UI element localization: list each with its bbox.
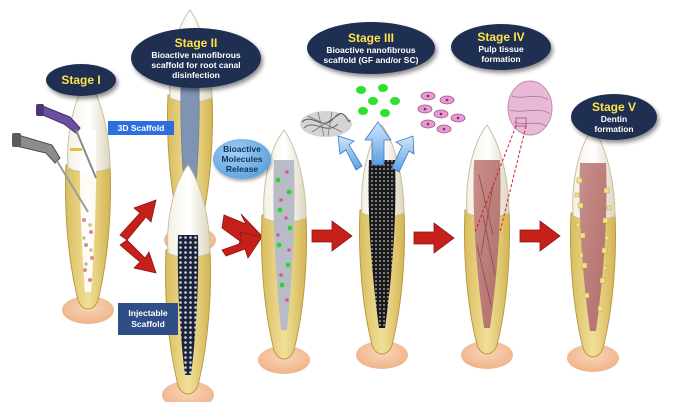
stage-4-title: Stage IV xyxy=(477,29,525,44)
arrow-to-stage3 xyxy=(311,220,353,252)
stage-2-line-1: Bioactive nanofibrous xyxy=(151,49,241,60)
release-arrows xyxy=(337,121,415,173)
histology-image xyxy=(474,80,553,233)
syringe-icon xyxy=(12,104,97,213)
bioactive-line-2: Molecules xyxy=(221,154,263,164)
stage-2-line-2: scaffold for root canal xyxy=(151,59,241,70)
injectable-scaffold-label: Injectable Scaffold xyxy=(118,303,178,335)
bioactive-line-1: Bioactive xyxy=(223,144,261,154)
stage-5-line-1: Dentin xyxy=(600,113,628,124)
arrow-to-stage5 xyxy=(519,220,561,252)
arrow-to-stage4 xyxy=(413,222,455,254)
injectable-line-1: Injectable xyxy=(128,308,168,318)
stage-4-line-1: Pulp tissue xyxy=(478,43,524,54)
stage-3-title: Stage III xyxy=(347,30,394,45)
stage-1-title: Stage I xyxy=(61,72,101,87)
tooth-stage-3 xyxy=(355,124,409,370)
stage-2-line-3: disinfection xyxy=(172,69,220,80)
stem-cells xyxy=(417,91,466,134)
stage-5-title: Stage V xyxy=(591,99,636,114)
stage-4-badge: Stage IV Pulp tissue formation xyxy=(451,24,551,70)
stage-4-line-2: formation xyxy=(481,53,521,64)
arrows-stage1 xyxy=(119,199,157,274)
bioactive-release-bubble: Bioactive Molecules Release xyxy=(213,139,271,179)
injectable-line-2: Scaffold xyxy=(131,319,165,329)
stage-2-title: Stage II xyxy=(174,35,218,50)
stage-1-badge: Stage I xyxy=(46,64,116,96)
stage-2-badge: Stage II Bioactive nanofibrous scaffold … xyxy=(131,28,261,88)
tooth-stage-2-injectable xyxy=(161,164,215,407)
scaffold-3d-label: 3D Scaffold xyxy=(108,121,174,135)
stage-5-badge: Stage V Dentin formation xyxy=(571,94,657,140)
growth-factor-dots xyxy=(356,84,400,117)
stage-5-line-2: formation xyxy=(594,123,634,134)
stage-3-badge: Stage III Bioactive nanofibrous scaffold… xyxy=(307,22,435,74)
stage-3-line-2: scaffold (GF and/or SC) xyxy=(323,54,419,65)
stage-3-line-1: Bioactive nanofibrous xyxy=(326,44,416,55)
arrow-stage2-to-3 xyxy=(221,213,263,259)
tooth-stage-5 xyxy=(566,127,620,373)
tooth-stage-4 xyxy=(460,124,514,370)
nanofiber-image xyxy=(300,111,352,137)
bioactive-line-3: Release xyxy=(225,164,259,174)
tooth-bioactive-release xyxy=(257,129,311,375)
